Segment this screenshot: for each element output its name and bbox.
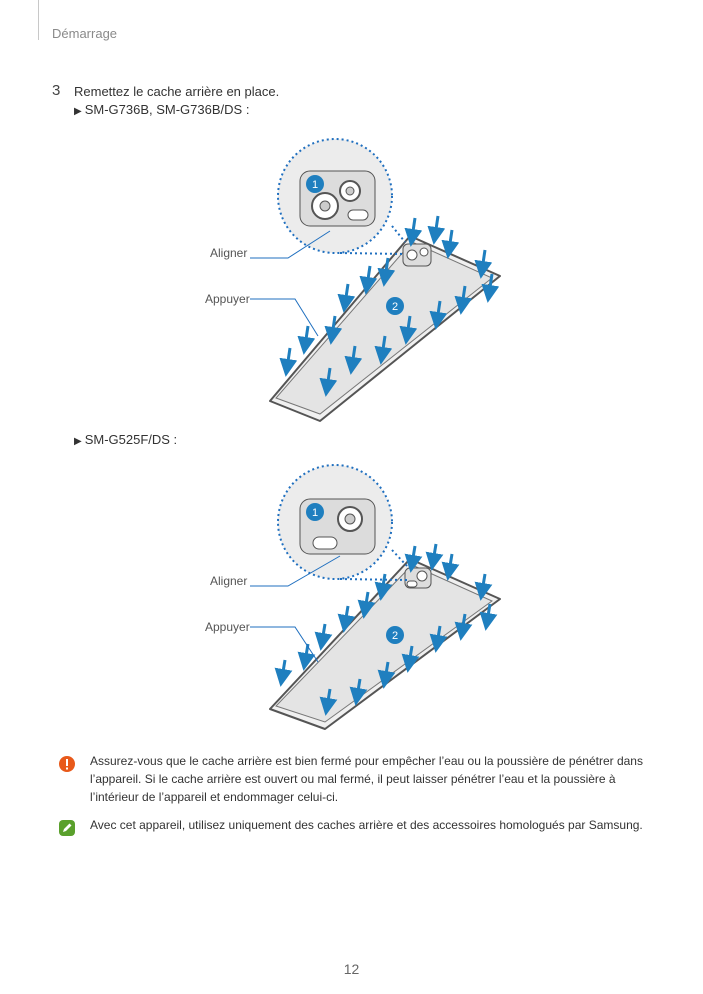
press-arrows [279, 215, 500, 397]
press-leader-line [250, 626, 319, 663]
illustration-g736b: 1 2 Aligner Appuyer [200, 136, 520, 426]
badge-2-label: 2 [392, 301, 398, 313]
align-label-1: Aligner [210, 246, 248, 260]
phone-back-cover-illustration-2: 1 2 [250, 464, 501, 730]
badge-1 [306, 503, 324, 521]
press-label-1: Appuyer [205, 292, 250, 306]
page-number: 12 [343, 961, 360, 977]
caution-text: Assurez-vous que le cache arrière est bi… [90, 754, 643, 804]
camera-module [404, 567, 432, 589]
badge-2-label: 2 [392, 630, 398, 642]
align-leader-line [250, 230, 331, 259]
phone-body [269, 558, 501, 730]
model-heading-2: ▶SM-G525F/DS : [74, 432, 177, 447]
model-heading-1: ▶SM-G736B, SM-G736B/DS : [74, 102, 249, 117]
align-label-2: Aligner [210, 574, 248, 588]
step-number: 3 [52, 82, 61, 99]
triangle-bullet-icon: ▶ [74, 436, 82, 447]
badge-1-label: 1 [312, 179, 318, 191]
section-header: Démarrage [52, 26, 118, 41]
note-pencil-icon [58, 819, 76, 842]
zoom-circle [277, 464, 408, 581]
zoom-circle [277, 138, 406, 255]
caution-icon [58, 755, 76, 778]
align-leader-line [250, 555, 341, 587]
note-text: Avec cet appareil, utilisez uniquement d… [90, 818, 643, 832]
badge-1-label: 1 [312, 507, 318, 519]
step-instruction: Remettez le cache arrière en place. [74, 84, 280, 99]
triangle-bullet-icon: ▶ [74, 106, 82, 117]
badge-2 [386, 626, 404, 644]
badge-1 [306, 175, 324, 193]
illustration-g525f: 1 2 Aligner Appuyer [200, 464, 520, 734]
badge-2 [386, 297, 404, 315]
side-rule [38, 0, 39, 40]
model-label-2: SM-G525F/DS : [84, 432, 178, 447]
press-label-2: Appuyer [205, 620, 250, 634]
phone-body [269, 235, 501, 422]
press-leader-line [250, 298, 319, 337]
phone-back-cover-illustration-1: 1 2 [250, 138, 501, 422]
model-label-1: SM-G736B, SM-G736B/DS : [84, 102, 250, 117]
camera-module [402, 243, 432, 267]
press-arrows [274, 543, 498, 716]
